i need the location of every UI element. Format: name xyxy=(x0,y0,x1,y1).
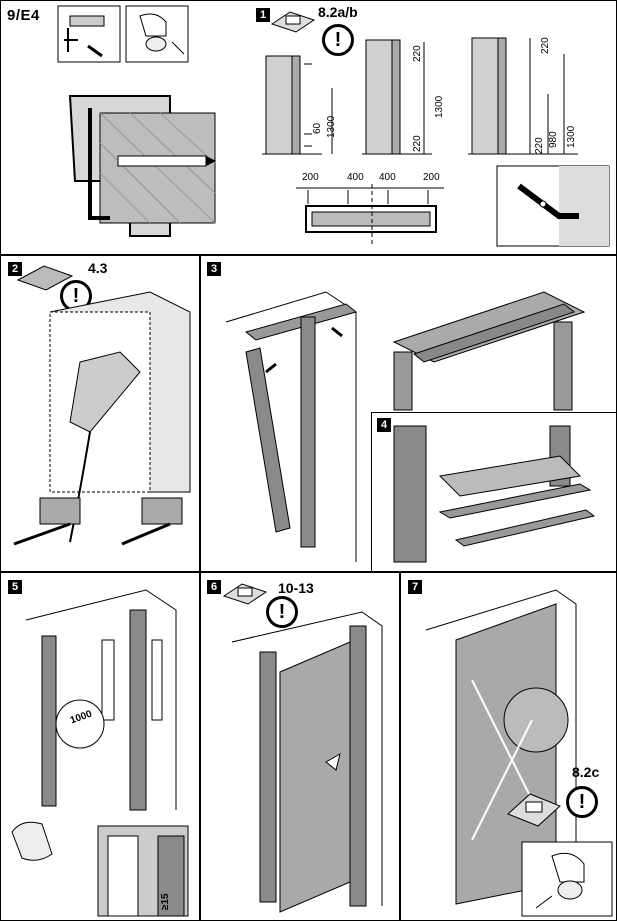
step-5-number: 5 xyxy=(8,580,22,594)
frame-diagram-2 xyxy=(362,39,432,155)
gap-check-diagram xyxy=(11,821,189,917)
cleaning-hand-icon xyxy=(125,5,189,63)
dim-3-top: 220 xyxy=(540,37,551,54)
step-1-number: 1 xyxy=(256,8,270,22)
step-7-reference: 8.2c xyxy=(572,764,600,780)
frame-diagram-3 xyxy=(468,37,578,155)
frame-leveling-diagram xyxy=(25,589,177,811)
dim-2-top: 220 xyxy=(412,45,423,62)
wall-section-diagram xyxy=(68,95,216,237)
frame-diagram-1 xyxy=(262,55,333,155)
drill-tool-icon xyxy=(57,5,121,63)
dim-1-bottom: 60 xyxy=(312,122,323,134)
sill-spacing-diagram xyxy=(296,184,444,244)
step-1-reference: 8.2a/b xyxy=(318,4,358,20)
spacing-4: 200 xyxy=(423,172,440,183)
level-tool-icon-3 xyxy=(507,793,561,827)
dim-3-bottom: 220 xyxy=(534,137,545,154)
door-adjust-diagram xyxy=(425,589,577,905)
cleaning-hand-icon-2 xyxy=(521,841,613,917)
anchor-detail-inset xyxy=(496,165,610,247)
warning-icon: ! xyxy=(322,24,354,56)
step-7-number: 7 xyxy=(408,580,422,594)
level-tool-icon-2 xyxy=(222,583,268,605)
page-title: 9/E4 xyxy=(7,7,40,24)
frame-top-assembly-diagram xyxy=(392,291,586,411)
spacing-1: 200 xyxy=(302,172,319,183)
wall-opening-drill-diagram xyxy=(13,291,191,546)
dim-2-height: 1300 xyxy=(434,95,445,118)
step-2-reference: 4.3 xyxy=(88,260,108,276)
gap-dimension: ≥15 xyxy=(160,893,171,910)
warning-icon-3: ! xyxy=(266,596,298,628)
step-4-number: 4 xyxy=(377,418,391,432)
door-hanging-diagram xyxy=(231,611,383,913)
step-6-reference: 10-13 xyxy=(278,580,314,596)
grid-tool-icon xyxy=(16,265,74,291)
warning-icon-4: ! xyxy=(566,786,598,818)
level-tool-icon xyxy=(270,11,316,33)
step-3-number: 3 xyxy=(207,262,221,276)
frame-assembly-diagram xyxy=(225,291,358,562)
dim-2-bottom: 220 xyxy=(412,135,423,152)
step-6-number: 6 xyxy=(207,580,221,594)
spacing-2: 400 xyxy=(347,172,364,183)
step-2-number: 2 xyxy=(8,262,22,276)
dim-1-height: 1300 xyxy=(326,115,337,138)
spacing-3: 400 xyxy=(379,172,396,183)
dim-3-mid: 980 xyxy=(548,131,559,148)
threshold-diagram xyxy=(393,425,596,563)
dim-3-height: 1300 xyxy=(566,125,577,148)
